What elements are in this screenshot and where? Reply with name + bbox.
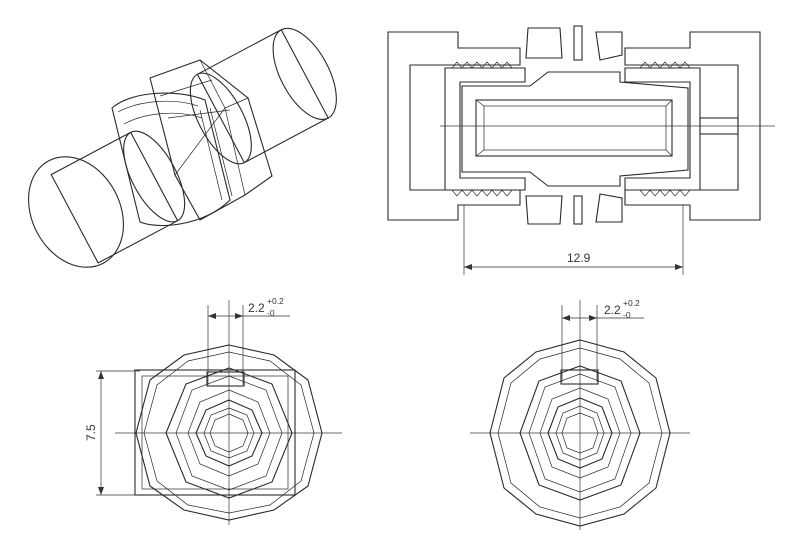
- left-tolerance-lower: -0: [267, 308, 275, 318]
- top-nut: [595, 31, 623, 61]
- end-view-left: 2.2 +0.2 -0 7.5: [84, 296, 342, 525]
- isometric-view: [28, 27, 337, 268]
- left-height-dimension-label: 7.5: [84, 424, 98, 441]
- left-end-face: [28, 156, 124, 268]
- right-cap-section: [624, 31, 761, 221]
- left-tolerance-upper: +0.2: [267, 296, 284, 306]
- top-clip: [525, 27, 563, 59]
- center-barrel: [111, 92, 233, 227]
- left-knurled-knob: [50, 130, 186, 264]
- hex-nut: [149, 59, 273, 221]
- right-tolerance-lower: -0: [623, 310, 631, 320]
- right-threaded-sleeve: [624, 67, 701, 191]
- section-view: 12.9: [387, 25, 775, 275]
- bottom-nut: [595, 193, 623, 223]
- length-dimension-label: 12.9: [567, 251, 591, 265]
- central-bore: [475, 99, 673, 157]
- left-width-dimension-label: 2.2: [248, 301, 265, 315]
- right-knurled-knob: [189, 27, 337, 165]
- thread-teeth-bottom: [451, 189, 691, 197]
- thread-teeth-top: [451, 61, 691, 69]
- bottom-clip: [525, 195, 563, 225]
- end-view-right: 2.2 +0.2 -0: [470, 298, 690, 530]
- right-width-dimension-label: 2.2: [604, 303, 621, 317]
- left-cap-section: [387, 31, 521, 221]
- ferrule-body: [461, 71, 689, 187]
- right-tolerance-upper: +0.2: [623, 298, 640, 308]
